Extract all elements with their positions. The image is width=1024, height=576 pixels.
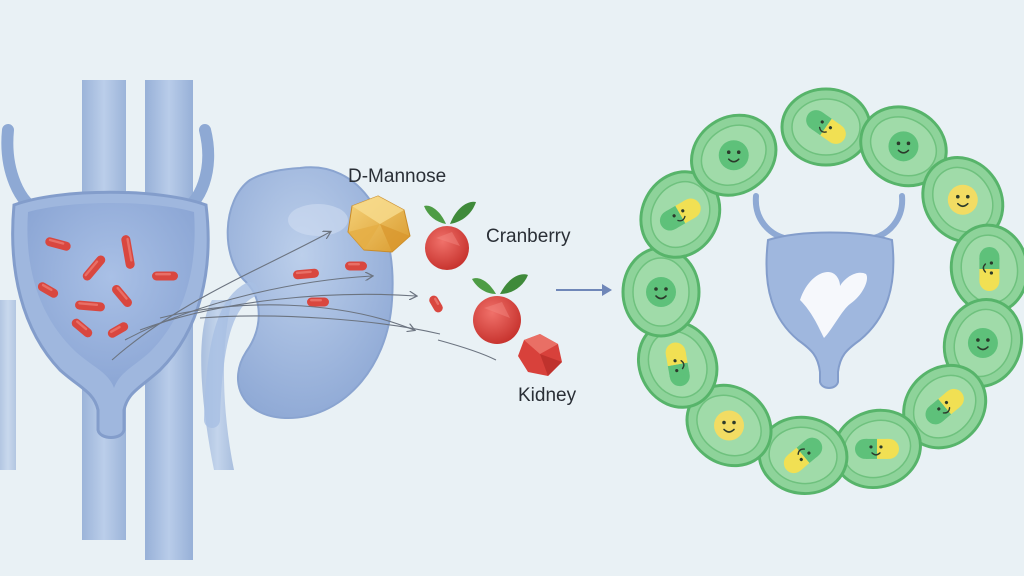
bacterium-icon xyxy=(345,261,367,271)
smiley-icon xyxy=(646,277,676,307)
probiotic-capsule-icon xyxy=(854,438,899,459)
bacterium-icon xyxy=(112,284,132,308)
bacteria-cluster xyxy=(37,235,178,338)
flow-arrow xyxy=(139,294,416,331)
flow-arrows xyxy=(111,232,497,361)
kidney-label: Kidney xyxy=(518,385,577,406)
smiley-icon xyxy=(718,140,749,171)
bacterium-icon xyxy=(307,297,329,307)
epithelial-cell xyxy=(859,105,948,188)
epithelial-cell xyxy=(780,87,872,167)
probiotic-capsule-icon xyxy=(665,342,690,387)
probiotic-capsule-icon xyxy=(925,388,964,425)
epithelial-cell xyxy=(621,246,701,338)
epithelial-cell xyxy=(639,170,722,259)
d-mannose-crystal-icon xyxy=(347,195,411,253)
probiotic-capsule-icon xyxy=(979,247,1000,292)
epithelial-cell xyxy=(685,383,773,468)
epithelial-cell xyxy=(757,415,849,496)
bacterium-icon xyxy=(45,237,71,251)
flow-arrow xyxy=(124,276,372,341)
smiley-icon xyxy=(947,184,978,215)
bacterium-icon xyxy=(293,268,319,280)
process-arrow-icon xyxy=(556,284,612,296)
bacterium-icon xyxy=(71,318,93,338)
epithelial-cell xyxy=(921,156,1005,244)
epithelial-cell xyxy=(902,363,988,450)
cranberry-icon xyxy=(424,201,476,270)
probiotic-capsule-icon xyxy=(659,198,701,231)
bacterium-icon xyxy=(75,300,105,312)
cranberry-gem-icon xyxy=(518,334,562,376)
bacteria-cluster xyxy=(293,261,443,313)
epithelial-cell xyxy=(832,408,922,490)
bacterium-icon xyxy=(82,255,106,281)
bladder-icon xyxy=(752,193,906,389)
flow-arrow xyxy=(159,304,414,330)
probiotic-capsule-icon xyxy=(783,437,823,474)
smiley-icon xyxy=(888,131,919,162)
vessel xyxy=(0,300,16,470)
flow-arrow xyxy=(199,315,441,335)
flow-arrow xyxy=(437,339,497,361)
bacterium-icon xyxy=(152,271,178,281)
bacterium-icon xyxy=(121,235,135,269)
bacterium-icon xyxy=(429,295,443,313)
flow-arrow xyxy=(111,232,330,361)
smiley-icon xyxy=(967,327,998,358)
cranberry-icon xyxy=(472,274,528,344)
smiley-icon xyxy=(714,410,745,441)
bacterium-icon xyxy=(107,322,129,338)
epithelial-cell xyxy=(690,113,778,197)
bacterium-icon xyxy=(37,282,59,298)
probiotic-capsule-icon xyxy=(806,110,846,144)
epithelial-cell xyxy=(942,298,1024,388)
d-mannose-label: D-Mannose xyxy=(348,166,447,187)
cranberry-label: Cranberry xyxy=(486,226,571,247)
cell-ring xyxy=(621,87,1024,496)
